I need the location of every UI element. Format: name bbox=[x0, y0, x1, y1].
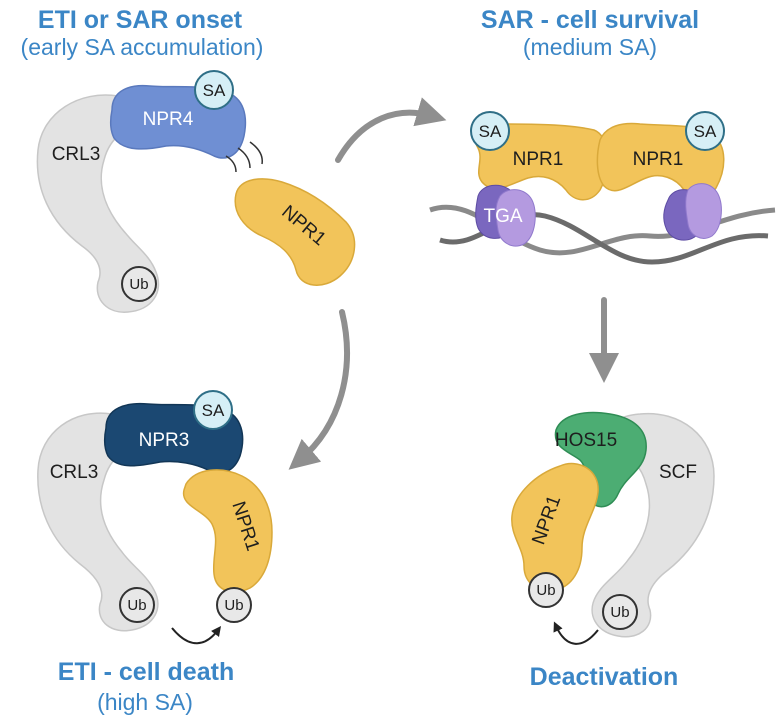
sa-label-npr3: SA bbox=[202, 401, 225, 420]
ub-label-bottom-left-crl3: Ub bbox=[127, 597, 146, 614]
npr1-bound-npr3 bbox=[182, 469, 273, 593]
tga-factor-right-light bbox=[685, 183, 722, 239]
hos15-protein bbox=[554, 411, 647, 508]
ub-label-top-left: Ub bbox=[129, 276, 148, 293]
ub-tag-top-left bbox=[121, 266, 157, 302]
panel-subtitle-high-sa: (high SA) bbox=[97, 689, 193, 715]
scf-label: SCF bbox=[659, 462, 697, 483]
ub-tag-bottom-right-scf bbox=[602, 594, 638, 630]
panel-subtitle-early-sa: (early SA accumulation) bbox=[21, 34, 264, 60]
ub-transfer-arrow-left bbox=[171, 626, 222, 645]
npr1-free-protein bbox=[234, 178, 356, 286]
npr1-dimer-left-label: NPR1 bbox=[513, 149, 564, 170]
tga-factor-left-light bbox=[495, 189, 536, 247]
ub-tag-bottom-right-npr1 bbox=[528, 572, 564, 608]
sa-label-dimer-right: SA bbox=[694, 122, 717, 141]
ub-label-bottom-left-npr1: Ub bbox=[224, 597, 243, 614]
panel-title-eti-cell-death: ETI - cell death bbox=[58, 658, 234, 686]
sa-molecule-npr3 bbox=[193, 390, 233, 430]
crl3-label-top: CRL3 bbox=[52, 144, 101, 165]
sa-molecule-dimer-left bbox=[470, 111, 510, 151]
ub-label-bottom-right-scf: Ub bbox=[610, 604, 629, 621]
arrow-to-sar-survival bbox=[335, 97, 447, 163]
ub-transfer-arrow-right bbox=[553, 621, 599, 645]
ub-tag-bottom-left-crl3 bbox=[119, 587, 155, 623]
npr1-dimer-right-label: NPR1 bbox=[633, 149, 684, 170]
npr3-label: NPR3 bbox=[139, 430, 190, 451]
sa-label-dimer-left: SA bbox=[479, 122, 502, 141]
ub-label-bottom-right-npr1: Ub bbox=[536, 582, 555, 599]
release-motion-lines bbox=[225, 141, 263, 173]
hos15-label: HOS15 bbox=[555, 430, 617, 451]
panel-subtitle-medium-sa: (medium SA) bbox=[523, 34, 657, 60]
npr4-label: NPR4 bbox=[143, 109, 194, 130]
panel-title-eti-sar-onset: ETI or SAR onset bbox=[38, 6, 243, 34]
arrow-to-eti-cell-death bbox=[288, 309, 350, 470]
tga-label: TGA bbox=[483, 206, 522, 227]
crl3-label-bottom: CRL3 bbox=[50, 462, 99, 483]
panel-title-deactivation: Deactivation bbox=[530, 663, 679, 691]
sa-molecule-npr4 bbox=[194, 70, 234, 110]
ub-tag-bottom-left-npr1 bbox=[216, 587, 252, 623]
panel-title-sar-cell-survival: SAR - cell survival bbox=[481, 6, 699, 34]
sa-molecule-dimer-right bbox=[685, 111, 725, 151]
sa-label-npr4: SA bbox=[203, 81, 226, 100]
